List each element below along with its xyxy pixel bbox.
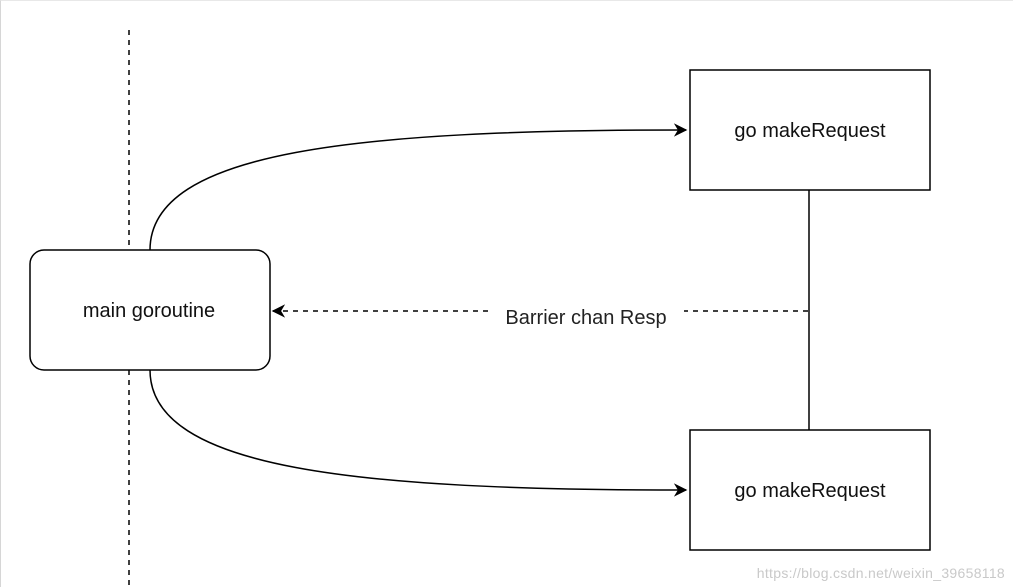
edge-barrier-label: Barrier chan Resp: [505, 307, 666, 329]
node-request-bottom: go makeRequest: [689, 429, 931, 551]
watermark-url: https://blog.csdn.net/weixin_39658118: [756, 565, 1005, 581]
edge-main-to-request-bottom: [149, 369, 688, 497]
edge-main-to-request-top: [149, 123, 688, 251]
node-main-goroutine-label: main goroutine: [83, 300, 215, 322]
edge-barrier-label-bg: [488, 300, 684, 326]
node-request-bottom-label: go makeRequest: [734, 480, 886, 502]
node-request-top: go makeRequest: [689, 69, 931, 191]
node-request-top-label: go makeRequest: [734, 120, 886, 142]
node-main-goroutine: main goroutine: [29, 249, 271, 371]
